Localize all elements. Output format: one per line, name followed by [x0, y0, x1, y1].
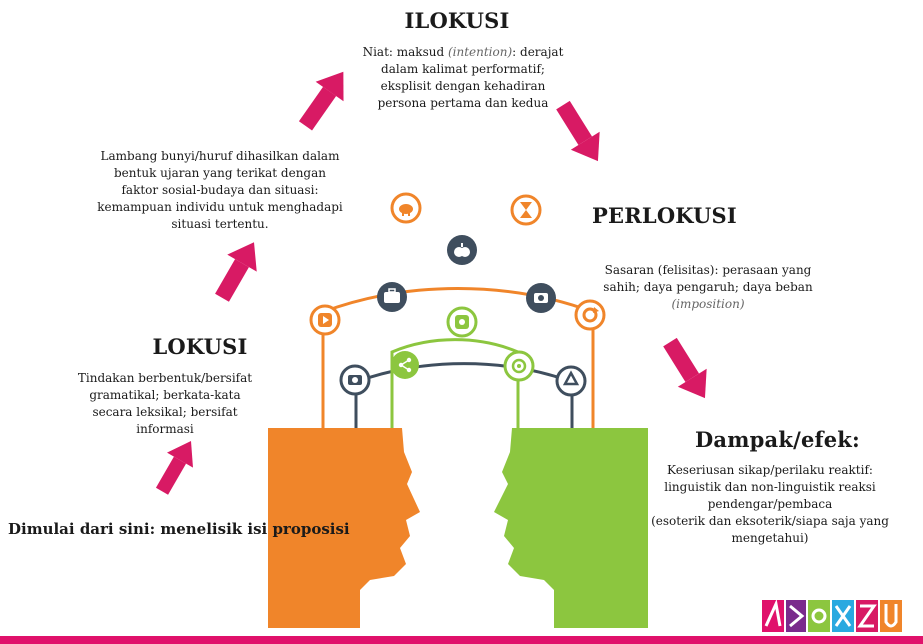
perlokusi-title: PERLOKUSI	[592, 203, 737, 228]
ilokusi-desc-part2: : derajat dalam kalimat performatif; eks…	[377, 45, 564, 110]
ilokusi-title: ILOKUSI	[404, 8, 510, 33]
lokusi-title: LOKUSI	[152, 334, 248, 359]
recycle-icon	[555, 365, 587, 397]
perlokusi-desc-italic: (imposition)	[671, 297, 745, 311]
target-icon	[446, 306, 478, 338]
bottom-accent-bar	[0, 636, 923, 644]
arrow-up-lambang	[215, 242, 257, 302]
start-caption: Dimulai dari sini: menelisik isi proposi…	[8, 520, 350, 538]
lambang-description: Lambang bunyi/huruf dihasilkan dalam ben…	[97, 149, 343, 231]
lokusi-description: Tindakan berbentuk/bersifat gramatikal; …	[77, 371, 253, 436]
slate-arc	[354, 362, 574, 430]
piggy-bank-icon	[390, 192, 422, 224]
dampak-description: Keseriusan sikap/perilaku reaktif: lingu…	[650, 462, 890, 547]
arrow-down-perlokusi	[556, 100, 600, 162]
arrow-down-dampak	[663, 337, 707, 399]
briefcase-icon	[377, 282, 407, 312]
perlokusi-description: Sasaran (felisitas): perasaan yang sahih…	[603, 262, 813, 313]
hourglass-icon	[510, 194, 542, 226]
ilokusi-desc-part1: Niat: maksud	[362, 45, 448, 59]
orange-arc	[321, 287, 595, 430]
perlokusi-desc-part1: Sasaran (felisitas): perasaan yang sahih…	[603, 263, 813, 294]
spiral-icon	[503, 350, 535, 382]
dampak-desc-note: (esoterik dan eksoterik/siapa saja yang …	[651, 514, 889, 545]
refresh-icon	[574, 299, 606, 331]
arrow-up-ilokusi	[298, 71, 344, 131]
dampak-title: Dampak/efek:	[695, 427, 861, 452]
arrow-up-lokusi	[155, 441, 193, 495]
right-head-silhouette	[494, 428, 648, 628]
dampak-desc-main: Keseriusan sikap/perilaku reaktif: lingu…	[664, 463, 876, 511]
ilokusi-desc-italic: (intention)	[447, 45, 513, 59]
play-icon	[309, 304, 341, 336]
ilokusi-description: Niat: maksud (intention): derajat dalam …	[360, 44, 566, 112]
camera-icon	[339, 364, 371, 396]
left-head-silhouette	[268, 428, 420, 628]
share-icon	[391, 351, 419, 379]
logo-mark	[762, 599, 902, 632]
camera-icon	[526, 283, 556, 313]
green-arc	[390, 338, 520, 430]
apple-icon	[447, 235, 477, 265]
